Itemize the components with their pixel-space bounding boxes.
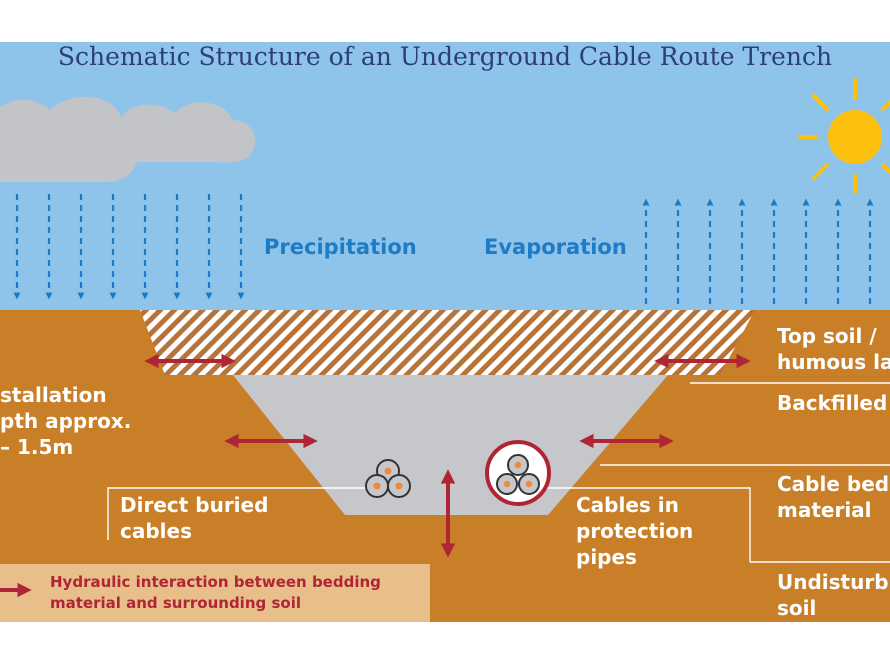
backfilled-label: Backfilled [777, 391, 888, 415]
evaporation-arrows [642, 198, 874, 304]
precipitation-arrows [13, 194, 245, 300]
leader-lines [107, 382, 890, 563]
evaporation-label: Evaporation [484, 235, 627, 259]
undisturbed-soil-label: Undisturb soil [777, 570, 889, 620]
diagram-title: Schematic Structure of an Underground Ca… [57, 42, 833, 71]
top-soil-layer [140, 310, 755, 375]
cables-in-pipes-label: Cables in protection pipes [576, 493, 694, 569]
legend-text: Hydraulic interaction between bedding ma… [50, 573, 381, 612]
top-soil-label: Top soil / humous la [777, 324, 890, 374]
direct-buried-label: Direct buried cables [120, 493, 269, 543]
hydraulic-arrows [144, 353, 751, 558]
legend-box [0, 564, 430, 622]
cable-bedding-layer [233, 375, 668, 515]
cables-in-protection-pipe-icon [485, 440, 551, 506]
precipitation-label: Precipitation [264, 235, 417, 259]
sky [0, 42, 890, 310]
cable-bedding-label: Cable bed material [777, 472, 890, 522]
rain-clouds [0, 96, 256, 183]
installation-depth-label: stallation pth approx. – 1.5m [0, 383, 132, 459]
direct-buried-cables-icon [365, 459, 411, 498]
